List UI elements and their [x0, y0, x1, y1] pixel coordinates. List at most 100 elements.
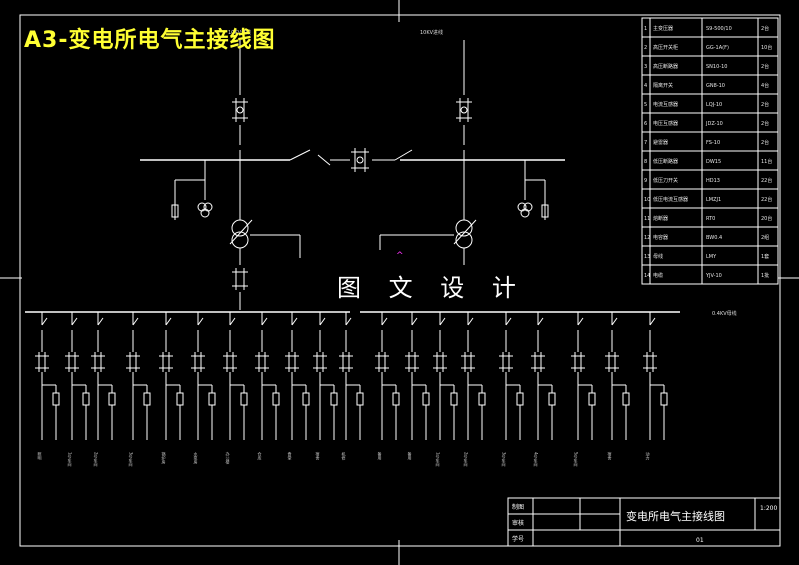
- table-cell-qty: 2台: [761, 25, 769, 32]
- bus-label: 0.4KV母线: [712, 310, 737, 317]
- table-cell-name: 电压互感器: [653, 120, 678, 127]
- feeder-label: 2号车间: [464, 452, 469, 467]
- feeder-label: 2号车间: [94, 452, 99, 467]
- table-cell-name: 熔断器: [653, 215, 668, 222]
- table-cell-name: 避雷器: [653, 139, 668, 146]
- feeder-2: 1号车间: [65, 312, 90, 467]
- table-cell-name: 高压开关柜: [653, 44, 678, 51]
- hv-breaker-right: [456, 98, 472, 122]
- table-cell-model: BW0.4: [706, 235, 722, 241]
- table-cell-name: 低压断路器: [653, 158, 678, 165]
- feeder-6: 水泵房: [191, 312, 216, 465]
- table-cell-name: 低压电流互感器: [653, 196, 688, 203]
- table-cell-model: S9-500/10: [706, 26, 732, 32]
- table-cell-name: 主变压器: [653, 25, 673, 32]
- transformer-left: [229, 219, 253, 249]
- table-cell-name: 电缆: [653, 272, 663, 279]
- table-cell-model: YJV-10: [705, 273, 722, 279]
- table-cell-qty: 2台: [761, 63, 769, 70]
- table-cell-no: 2: [644, 45, 647, 51]
- bus-tie-breaker: [351, 148, 369, 172]
- pt-right: [517, 202, 549, 218]
- feeder-15: 2号车间: [461, 312, 486, 467]
- pt-left: [171, 202, 213, 218]
- table-cell-name: 电流互感器: [653, 101, 678, 108]
- table-cell-no: 7: [644, 140, 647, 146]
- feeder-label: 水泵房: [194, 451, 199, 465]
- feeder-label: 动力: [646, 451, 651, 461]
- table-cell-model: DW15: [706, 159, 721, 165]
- feeder-label: 照明: [38, 452, 43, 461]
- table-cell-qty: 4台: [761, 82, 769, 89]
- hv-section: [140, 40, 565, 310]
- feeder-label: 1号车间: [68, 452, 73, 467]
- table-cell-no: 14: [644, 273, 650, 279]
- feeder-8: 仓库: [255, 312, 280, 461]
- table-cell-no: 4: [644, 83, 647, 89]
- watermark: 图 文 设 计: [333, 268, 530, 303]
- table-cell-model: GG-1A(F): [706, 45, 729, 51]
- feeder-16: 3号车间: [499, 312, 524, 467]
- feeder-label: 机修: [342, 451, 347, 461]
- feeder-label: 5号车间: [574, 452, 579, 467]
- table-cell-no: 5: [644, 102, 647, 108]
- table-cell-no: 12: [644, 235, 650, 241]
- table-cell-no: 11: [644, 216, 650, 222]
- table-cell-qty: 2台: [761, 139, 769, 146]
- table-cell-model: JDZ-10: [705, 121, 723, 127]
- title-block-sheet: 01: [696, 537, 704, 544]
- table-cell-qty: 22台: [761, 177, 772, 184]
- feeder-13: 备用: [405, 312, 430, 461]
- feeder-14: 1号车间: [433, 312, 458, 467]
- title-block: [507, 497, 781, 547]
- table-cell-qty: 1套: [761, 253, 769, 260]
- feeder-10: 宿舍: [313, 312, 338, 461]
- table-cell-no: 13: [644, 254, 650, 260]
- feeder-label: 仓库: [258, 451, 263, 461]
- title-block-drawn: 制图: [512, 503, 524, 511]
- table-cell-model: HD13: [706, 178, 720, 184]
- table-cell-qty: 1批: [761, 272, 769, 279]
- table-cell-name: 母线: [653, 253, 663, 260]
- table-cell-no: 6: [644, 121, 647, 127]
- table-cell-qty: 22台: [761, 196, 772, 203]
- title-block-checked: 审核: [512, 519, 524, 527]
- incoming-label-right: 10KV进线: [420, 29, 443, 36]
- incoming-label-left: 10KV进线: [228, 29, 251, 36]
- lv-main-breaker: [232, 268, 248, 290]
- feeder-label: 宿舍: [608, 451, 613, 461]
- table-cell-no: 9: [644, 178, 647, 184]
- feeder-17: 4号车间: [531, 312, 556, 467]
- feeder-20: 动力: [643, 312, 668, 461]
- table-cell-no: 10: [644, 197, 650, 203]
- title-block-name: 变电所电气主接线图: [626, 509, 725, 523]
- table-cell-model: GN8-10: [706, 83, 725, 89]
- feeder-19: 宿舍: [605, 312, 630, 461]
- title-block-student: 学号: [512, 535, 524, 543]
- transformer-right: [453, 219, 477, 249]
- table-cell-qty: 2台: [761, 120, 769, 127]
- feeder-11: 机修: [339, 312, 364, 461]
- feeder-7: 办公楼: [223, 312, 248, 465]
- table-cell-name: 电容器: [653, 234, 668, 241]
- table-cell-qty: 11台: [761, 158, 772, 165]
- table-cell-name: 隔离开关: [653, 82, 673, 89]
- table-cell-model: SN10-10: [706, 64, 727, 70]
- feeder-label: 备用: [378, 451, 383, 461]
- feeder-12: 备用: [375, 312, 400, 461]
- drawing-title: A3-变电所电气主接线图: [24, 28, 276, 53]
- feeder-label: 食堂: [288, 451, 293, 460]
- table-cell-model: LQJ-10: [706, 102, 722, 108]
- table-cell-model: FS-10: [706, 140, 720, 146]
- feeder-5: 锅炉房: [159, 312, 184, 465]
- table-cell-no: 1: [644, 26, 647, 32]
- table-cell-no: 8: [644, 159, 647, 165]
- title-block-scale: 1:200: [760, 505, 777, 512]
- feeder-3: 2号车间: [91, 312, 116, 467]
- feeder-1: 照明: [35, 312, 60, 461]
- table-cell-qty: 10台: [761, 44, 772, 51]
